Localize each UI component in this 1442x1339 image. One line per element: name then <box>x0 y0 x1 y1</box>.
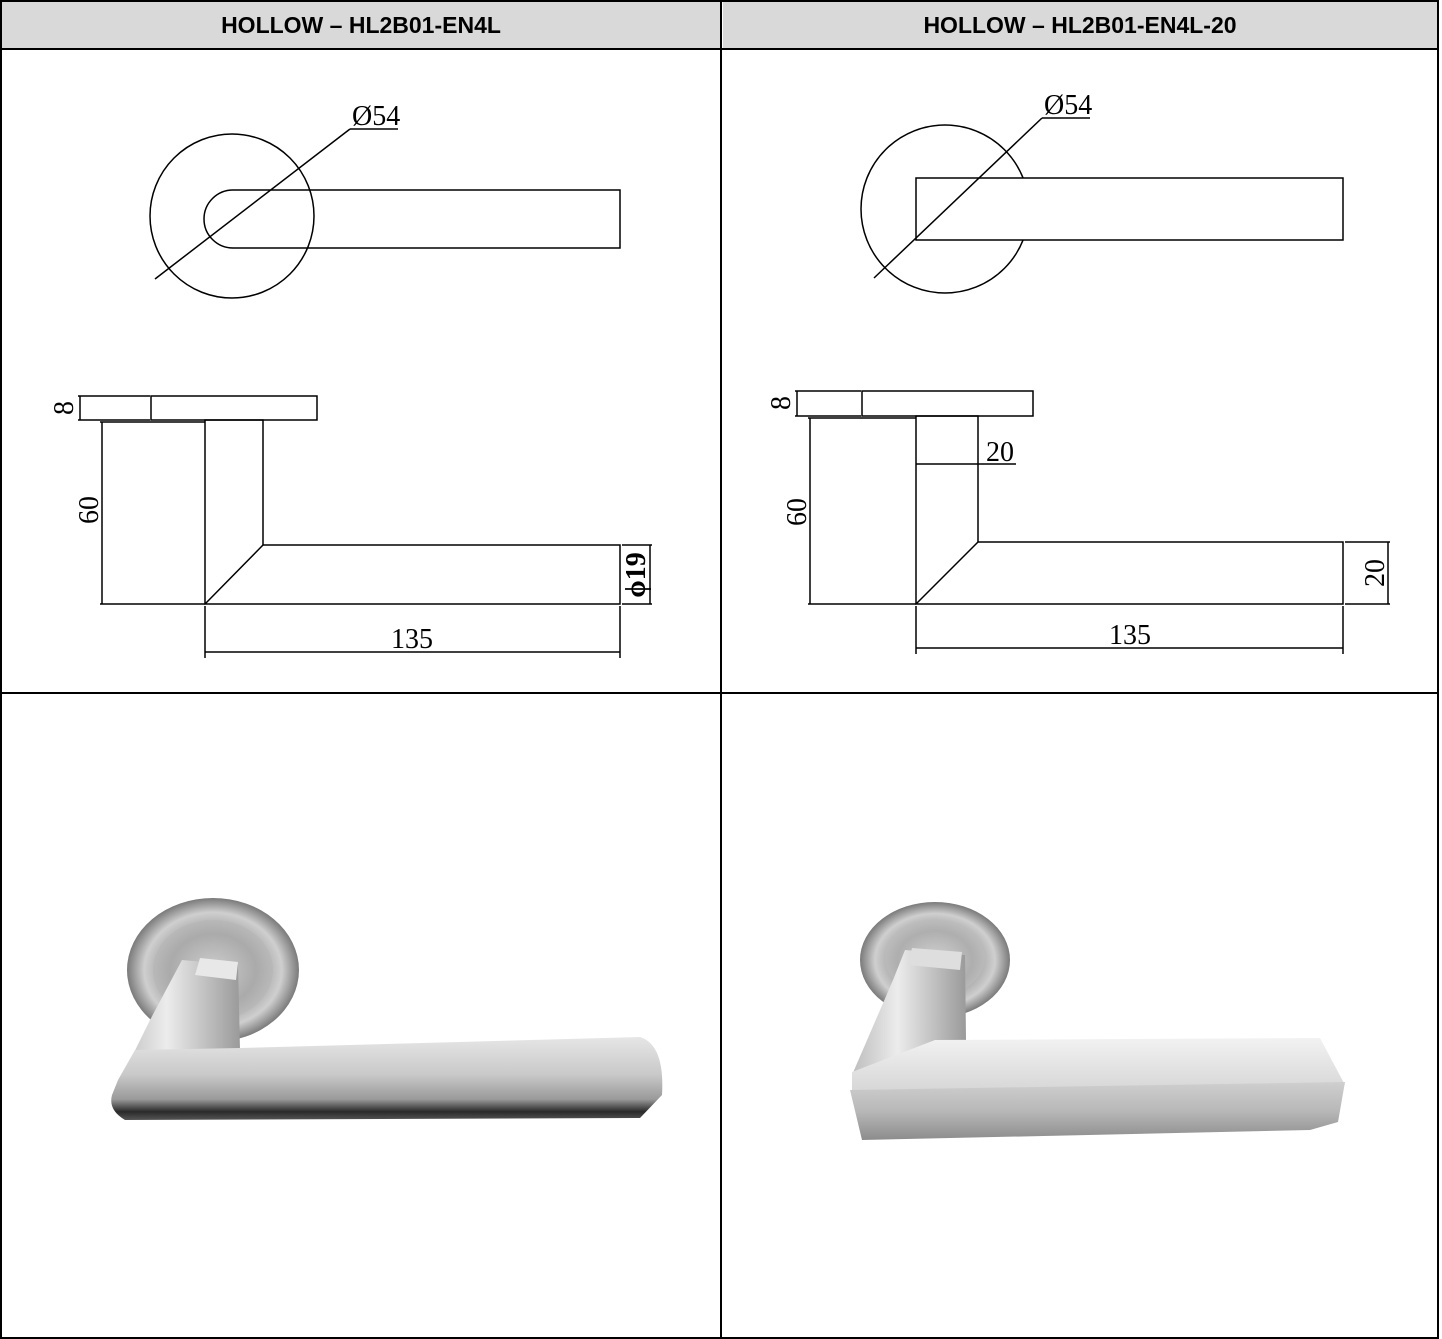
diameter-leader-right <box>873 117 1043 279</box>
column-title-left: HOLLOW – HL2B01-EN4L <box>2 1 720 49</box>
rose-thickness-label-left: 8 <box>49 401 80 415</box>
rose-diameter-label-left: Ø54 <box>352 101 400 132</box>
lever-outline-right <box>915 177 1344 241</box>
height-label-right: 60 <box>782 498 813 526</box>
rose-outline-left <box>149 133 315 299</box>
lever-side-right <box>915 415 1344 605</box>
length-label-right: 135 <box>1109 620 1151 651</box>
bar-diameter-label-left: ϕ19 <box>621 552 652 597</box>
height-label-left: 60 <box>74 496 105 524</box>
right-side-view <box>795 390 1390 654</box>
rose-side-right <box>861 390 1034 417</box>
right-top-view <box>860 117 1344 294</box>
rose-diameter-label-right: Ø54 <box>1044 90 1092 121</box>
column-title-right: HOLLOW – HL2B01-EN4L-20 <box>723 1 1437 49</box>
bar-size-label-right: 20 <box>1360 559 1391 587</box>
rose-thickness-label-right: 8 <box>766 396 797 410</box>
diameter-leader-left <box>154 128 351 280</box>
length-label-left: 135 <box>391 624 433 655</box>
lever-outline-left <box>203 189 621 249</box>
left-side-view <box>78 395 652 658</box>
neck-width-label-right: 20 <box>986 437 1014 468</box>
round-bar-lever-photo <box>111 898 663 1120</box>
square-bar-lever-photo <box>850 902 1345 1140</box>
left-top-view <box>149 128 621 299</box>
lever-side-left <box>204 419 621 605</box>
rose-side-left <box>150 395 318 421</box>
